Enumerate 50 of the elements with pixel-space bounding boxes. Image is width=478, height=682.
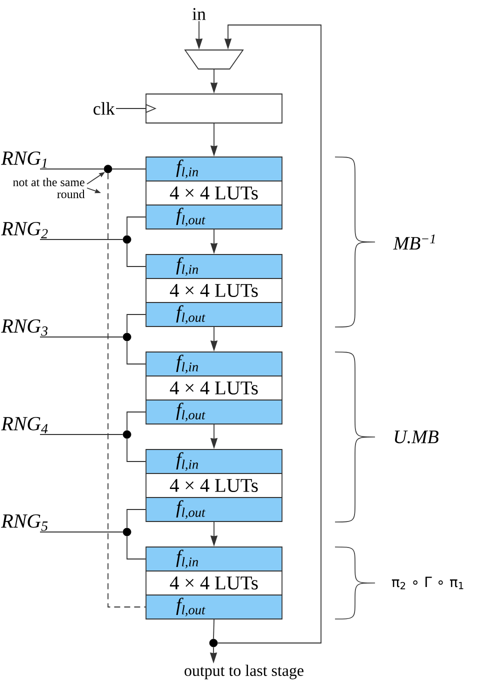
rng-label: RNG$_{2}$ — [1, 222, 48, 238]
connector-line — [126, 314, 146, 334]
function-band: f$_{l,out}$ — [146, 302, 282, 327]
connector-line — [40, 434, 124, 435]
connector-line — [126, 243, 146, 267]
function-band: f$_{l,in}$ — [146, 156, 282, 182]
rng-label: RNG$_{3}$ — [1, 319, 48, 336]
junction-dot — [122, 430, 132, 439]
connector-line — [126, 216, 146, 236]
function-band: f$_{l,out}$ — [146, 594, 282, 620]
dashed-line — [108, 172, 146, 608]
output-label: output to last stage — [184, 664, 304, 680]
function-band: f$_{l,in}$ — [146, 449, 282, 474]
lut-band: 4 × 4 LUTs — [146, 473, 282, 498]
connector-line — [112, 168, 146, 170]
function-band: f$_{l,in}$ — [146, 546, 282, 572]
brace-label: π$_{2}$ ∘ Γ ∘ π$_{1}$ — [392, 576, 464, 590]
connector-line — [40, 168, 104, 170]
function-band: f$_{l,in}$ — [146, 254, 282, 279]
connector-line — [126, 340, 146, 364]
input-label: in — [192, 8, 206, 20]
connector-line — [126, 536, 146, 560]
function-band: f$_{l,in}$ — [146, 352, 282, 376]
lut-band: 4 × 4 LUTs — [146, 180, 282, 206]
rng-label: RNG$_{5}$ — [1, 514, 48, 531]
brace-label: MB$^{−1}$ — [393, 234, 435, 250]
connector-line — [126, 412, 146, 431]
rng-label: RNG$_{1}$ — [1, 152, 47, 168]
connector-line — [126, 509, 146, 528]
junction-dot — [122, 528, 132, 536]
clock-label: clk — [94, 102, 115, 115]
function-band: f$_{l,out}$ — [146, 204, 282, 230]
junction-dot — [122, 235, 132, 244]
connector-line — [40, 239, 124, 240]
lut-band: 4 × 4 LUTs — [146, 278, 282, 303]
lut-band: 4 × 4 LUTs — [146, 570, 282, 596]
junction-dot — [122, 332, 132, 342]
lut-band: 4 × 4 LUTs — [146, 376, 282, 400]
brace-label: U.MB — [394, 430, 438, 444]
arrow — [217, 24, 322, 644]
note-text: not at the same round — [13, 178, 85, 198]
register-box — [146, 94, 282, 124]
junction-dot — [209, 638, 218, 648]
function-band: f$_{l,out}$ — [146, 497, 282, 522]
connector-line — [40, 336, 124, 338]
connector-line — [213, 619, 214, 640]
function-band: f$_{l,out}$ — [146, 400, 282, 424]
connector-line — [126, 438, 146, 462]
rng-label: RNG$_{4}$ — [1, 417, 48, 434]
junction-dot — [104, 164, 112, 174]
